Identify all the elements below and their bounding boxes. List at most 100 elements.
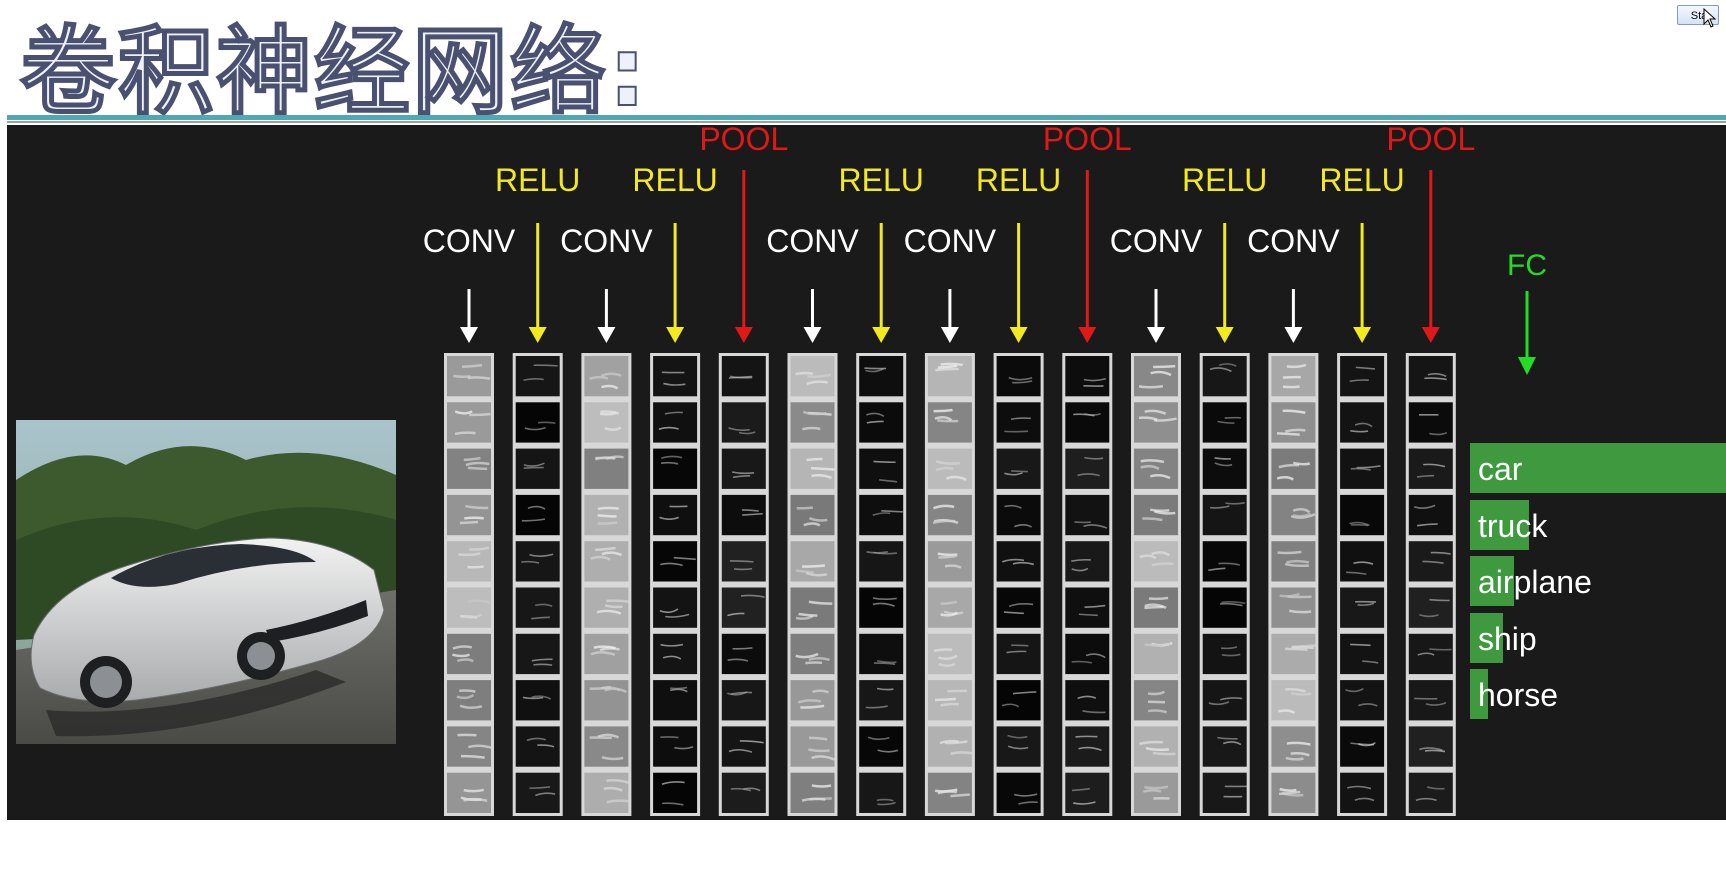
feature-map	[927, 633, 972, 675]
feature-map	[721, 633, 766, 675]
layer-diagram: CONVRELUCONVRELUPOOLCONVRELUCONVRELUPOOL…	[423, 125, 1547, 816]
feature-map	[1340, 587, 1385, 628]
feature-map	[859, 726, 904, 767]
feature-map	[447, 541, 491, 582]
feature-map	[1271, 680, 1316, 721]
feature-map-column	[718, 353, 769, 816]
feature-map	[1134, 402, 1178, 443]
feature-map	[653, 356, 698, 397]
feature-map	[721, 772, 766, 813]
feature-map	[1340, 356, 1385, 397]
arrow-head	[734, 327, 753, 343]
feature-map	[653, 680, 698, 721]
feature-map	[996, 726, 1041, 767]
feature-map	[927, 726, 972, 767]
layer-label-pool: POOL	[1386, 125, 1475, 157]
feature-map	[1271, 402, 1316, 443]
feature-map	[653, 772, 698, 813]
feature-map	[1202, 356, 1247, 397]
feature-map	[996, 494, 1041, 536]
feature-map	[653, 541, 698, 582]
feature-map	[653, 494, 698, 536]
feature-map	[515, 772, 560, 813]
feature-map	[996, 356, 1041, 397]
feature-map	[1408, 587, 1453, 628]
feature-map	[996, 633, 1041, 675]
feature-map	[1408, 494, 1453, 536]
feature-map	[1134, 494, 1178, 536]
feature-map	[1134, 680, 1178, 721]
feature-map	[1202, 726, 1247, 767]
feature-map	[790, 402, 835, 443]
feature-map	[927, 541, 972, 582]
feature-map	[515, 680, 560, 721]
feature-map	[1065, 356, 1110, 397]
feature-map	[927, 494, 972, 536]
arrow-head	[528, 327, 547, 343]
feature-map	[1271, 633, 1316, 675]
feature-map	[447, 680, 491, 721]
feature-map-column	[512, 353, 563, 816]
feature-map	[1202, 494, 1247, 536]
feature-map	[859, 633, 904, 675]
feature-map	[1065, 448, 1110, 489]
feature-map	[584, 541, 629, 582]
class-score-row: airplane	[1470, 556, 1726, 606]
feature-map	[996, 402, 1041, 443]
feature-map	[1340, 633, 1385, 675]
arrow-head	[597, 327, 616, 343]
feature-map	[1408, 402, 1453, 443]
mouse-cursor-icon	[1703, 8, 1717, 28]
feature-map	[996, 680, 1041, 721]
feature-map	[1340, 494, 1385, 536]
feature-map	[1408, 680, 1453, 721]
arrow-head	[1353, 327, 1372, 343]
feature-map-column	[1268, 353, 1319, 816]
feature-map	[1271, 587, 1316, 628]
feature-map	[859, 772, 904, 813]
feature-map	[721, 726, 766, 767]
feature-map	[1271, 726, 1316, 767]
feature-map-column	[1131, 353, 1181, 816]
feature-map	[790, 772, 835, 813]
feature-map	[1408, 448, 1453, 489]
feature-map	[1408, 726, 1453, 767]
arrow-head	[1284, 327, 1303, 343]
feature-map-column	[1062, 353, 1113, 816]
layer-label-relu: RELU	[976, 162, 1061, 198]
feature-map	[1202, 772, 1247, 813]
layer-label-relu: RELU	[1319, 162, 1404, 198]
layer-label-conv: CONV	[904, 223, 997, 259]
class-score-row: car	[1470, 443, 1726, 493]
layer-label-pool: POOL	[699, 125, 788, 157]
feature-map	[721, 448, 766, 489]
feature-map	[1340, 680, 1385, 721]
feature-map	[1065, 772, 1110, 813]
feature-map	[515, 587, 560, 628]
title-underline	[7, 115, 1726, 120]
class-label: ship	[1478, 620, 1537, 657]
feature-map	[653, 587, 698, 628]
layer-label-conv: CONV	[560, 223, 653, 259]
feature-map-column	[650, 353, 701, 816]
feature-map-column	[1337, 353, 1388, 816]
feature-map	[721, 402, 766, 443]
start-button[interactable]: Sta	[1677, 5, 1719, 25]
feature-map	[996, 587, 1041, 628]
feature-map	[927, 356, 972, 397]
feature-map	[1134, 356, 1178, 397]
layer-label-conv: CONV	[423, 223, 516, 259]
class-score-bar	[1470, 669, 1488, 719]
feature-map	[1202, 541, 1247, 582]
feature-map-column	[993, 353, 1044, 816]
feature-map	[1202, 448, 1247, 489]
class-score-bar	[1470, 499, 1529, 550]
class-score-bar	[1470, 556, 1514, 606]
feature-map	[1202, 680, 1247, 721]
feature-map-column	[581, 353, 632, 816]
input-car-image	[16, 420, 396, 744]
feature-map	[584, 772, 629, 813]
feature-map	[515, 356, 560, 397]
arrow-head	[940, 327, 959, 343]
layer-label-relu: RELU	[1182, 162, 1267, 198]
